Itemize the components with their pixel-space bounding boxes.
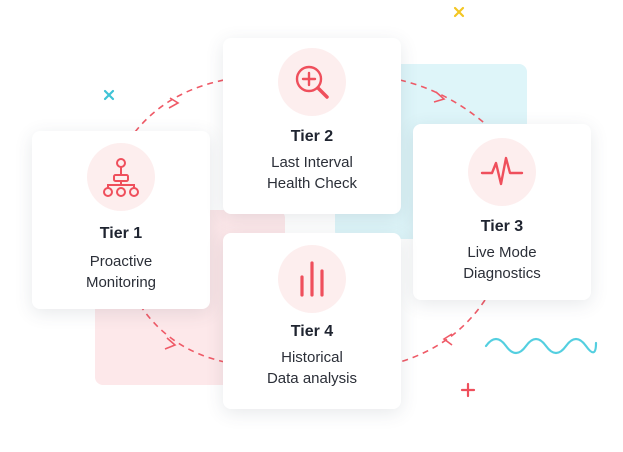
tier-1-desc-line-2: Monitoring: [85, 274, 157, 291]
tier-1-description: Proactive Monitoring: [86, 251, 156, 293]
cycle-arc-bottom-left: [139, 304, 226, 363]
tier-1-desc-line-1: Proactive: [89, 253, 153, 270]
tier-2-description: Last Interval Health Check: [267, 152, 357, 194]
cyan-wave: [484, 337, 598, 355]
tier-4-title: Tier 4: [290, 323, 334, 340]
cycle-arc-bottom-right: [399, 299, 486, 363]
cycle-arc-top-left: [134, 77, 236, 133]
tier-4-card: Tier 4 Historical Data analysis: [223, 233, 401, 409]
tier-2-desc-line-1: Last Interval: [271, 154, 353, 171]
cycle-arc-top-right: [399, 79, 491, 129]
arrowhead-bottom-left: [164, 337, 177, 350]
tier-2-title: Tier 2: [290, 128, 334, 145]
magnify-plus-icon: [278, 48, 346, 116]
arrowhead-top-right: [433, 91, 446, 103]
yellow-cross-icon: [453, 6, 465, 18]
red-plus-icon: [460, 382, 476, 398]
tier-4-desc-line-2: Data analysis: [266, 370, 358, 387]
arrowhead-top-left: [168, 97, 180, 109]
tier-1-card: Tier 1 Proactive Monitoring: [32, 131, 210, 309]
tier-3-title: Tier 3: [480, 218, 524, 235]
heartbeat-icon: [468, 138, 536, 206]
tier-2-card: Tier 2 Last Interval Health Check: [223, 38, 401, 214]
tier-3-description: Live Mode Diagnostics: [463, 242, 541, 284]
hierarchy-icon: [87, 143, 155, 211]
tier-4-desc-line-1: Historical: [281, 349, 343, 366]
tier-2-desc-line-2: Health Check: [266, 175, 358, 192]
bar-chart-icon: [278, 245, 346, 313]
tier-3-card: Tier 3 Live Mode Diagnostics: [413, 124, 591, 300]
tier-3-desc-line-1: Live Mode: [467, 244, 537, 261]
tier-1-title: Tier 1: [99, 225, 143, 242]
cyan-cross-icon: [103, 89, 115, 101]
arrowhead-bottom-right: [442, 333, 453, 346]
tier-4-description: Historical Data analysis: [267, 347, 357, 389]
tier-3-desc-line-2: Diagnostics: [463, 265, 541, 282]
